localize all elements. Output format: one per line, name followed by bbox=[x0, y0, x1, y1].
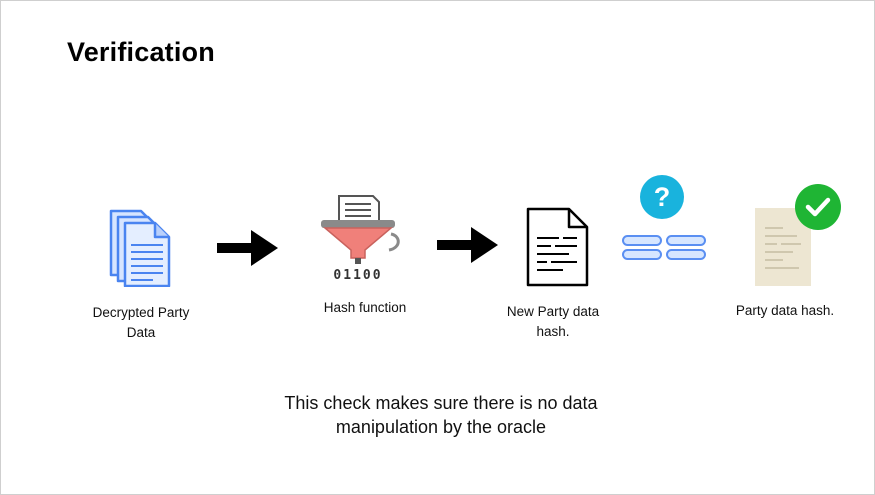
slide-title: Verification bbox=[67, 37, 215, 67]
hash-function-label: Hash function bbox=[323, 300, 407, 315]
question-icon: ? bbox=[640, 175, 684, 219]
svg-text:?: ? bbox=[654, 182, 671, 212]
verification-statement: This check makes sure there is no data m… bbox=[284, 393, 598, 437]
party-data-hash-label: Party data hash. bbox=[735, 303, 835, 318]
arrow-right-icon bbox=[437, 227, 498, 263]
new-party-data-hash-label: New Party data hash. bbox=[506, 304, 600, 339]
text-document-icon bbox=[526, 207, 589, 287]
decrypted-party-data-label: Decrypted Party Data bbox=[92, 305, 190, 340]
check-icon bbox=[795, 184, 841, 230]
equals-icon bbox=[622, 235, 706, 260]
stacked-documents-icon bbox=[109, 209, 171, 287]
arrow-right-icon bbox=[217, 230, 278, 266]
binary-output-text: 01100 bbox=[333, 268, 383, 283]
funnel-hash-icon bbox=[321, 195, 400, 264]
